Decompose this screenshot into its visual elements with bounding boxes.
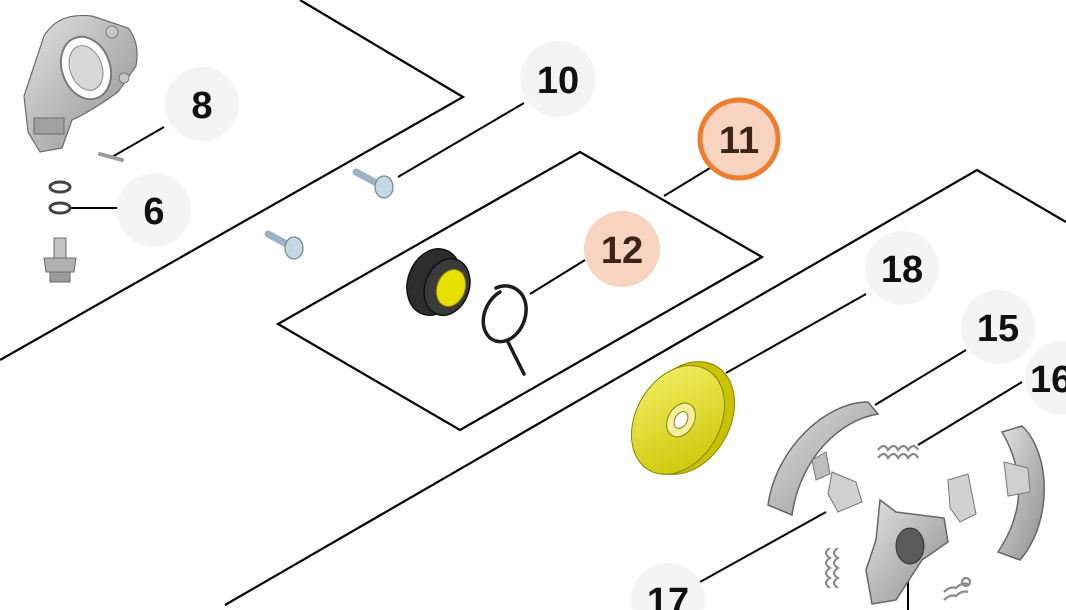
callout-label: 8 — [191, 85, 212, 127]
callout-label: 18 — [881, 249, 923, 291]
spring-icon[interactable] — [877, 444, 919, 461]
pin-icon[interactable] — [98, 152, 124, 162]
clutch-shoe-icon[interactable] — [767, 401, 880, 517]
callout-12[interactable]: 12 — [584, 211, 660, 287]
callout-label: 15 — [977, 308, 1019, 350]
callout-11-selected[interactable]: 11 — [697, 97, 781, 181]
group-outline-bearing-kit — [275, 150, 765, 432]
spring-icon[interactable] — [824, 547, 841, 589]
callout-label: 12 — [601, 230, 643, 272]
callout-17[interactable]: 17 — [631, 563, 705, 610]
nozzle-icon[interactable] — [43, 237, 77, 283]
callout-6[interactable]: 6 — [117, 173, 191, 247]
callout-label: 11 — [719, 120, 759, 162]
callout-16[interactable]: 16 — [1025, 341, 1066, 415]
callout-label: 16 — [1030, 359, 1066, 401]
clutch-shoe-icon[interactable] — [996, 425, 1045, 561]
group-outline-housing — [0, 0, 466, 361]
retaining-ring-icon[interactable] — [481, 284, 528, 376]
bearing-icon[interactable] — [398, 241, 478, 323]
callout-15[interactable]: 15 — [961, 290, 1035, 364]
callout-label: 6 — [143, 191, 164, 233]
screw-icon[interactable] — [264, 230, 304, 260]
o-ring-icon[interactable] — [48, 180, 72, 215]
callout-label: 17 — [647, 581, 689, 610]
callout-18[interactable]: 18 — [865, 231, 939, 305]
washer-icon[interactable] — [613, 344, 754, 492]
leader-lines — [70, 102, 1023, 610]
bearing-housing-icon[interactable] — [23, 14, 138, 153]
callout-8[interactable]: 8 — [165, 67, 239, 141]
group-outline-clutch — [224, 168, 1066, 606]
clutch-hub-icon[interactable] — [865, 473, 977, 605]
spring-icon[interactable] — [943, 576, 972, 601]
callout-10[interactable]: 10 — [520, 41, 596, 117]
callout-label: 10 — [537, 60, 579, 102]
screw-icon[interactable] — [352, 168, 394, 199]
